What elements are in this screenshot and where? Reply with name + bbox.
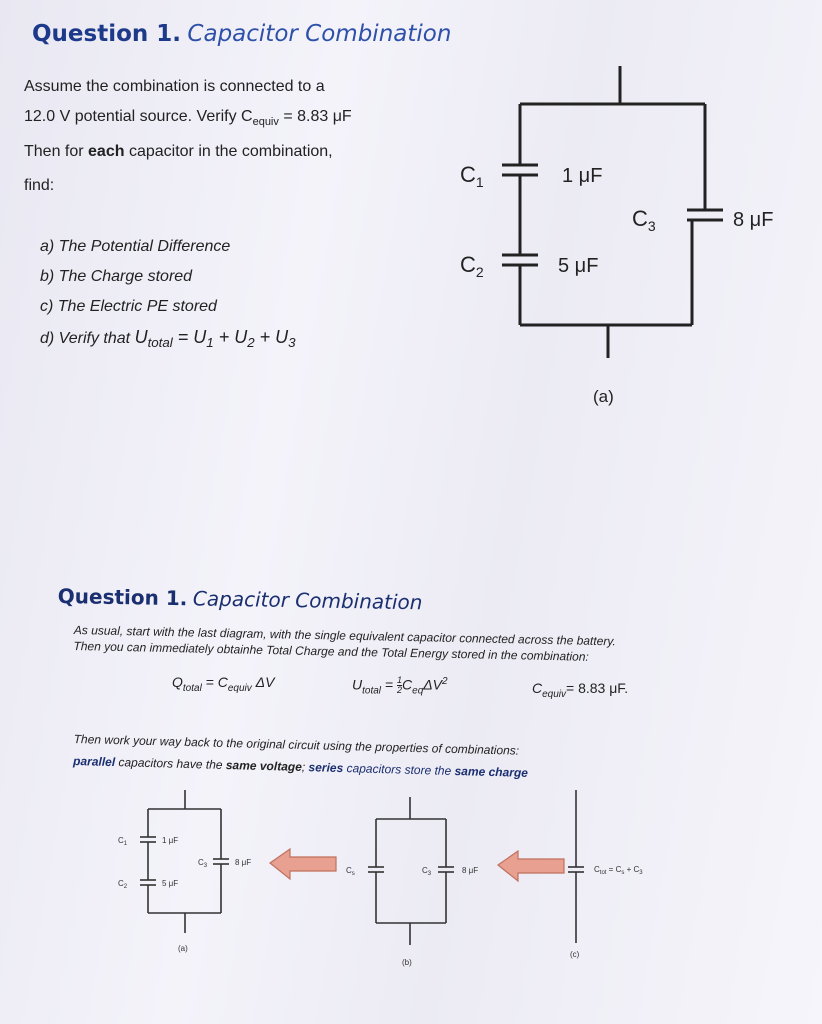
small-c-label: Ctot = Cs + C3 — [594, 865, 643, 876]
small-b-caption: (b) — [402, 958, 412, 967]
task-b: b) The Charge stored — [40, 268, 193, 285]
c2-value: 5 μF — [558, 255, 598, 277]
intro-line-4: find: — [24, 177, 55, 195]
c3-value: 8 μF — [733, 209, 773, 231]
main-circuit-caption: (a) — [593, 387, 614, 406]
bottom-question-heading: Question 1. Capacitor Combination — [58, 584, 423, 615]
intro-line-2: 12.0 V potential source. Verify Cequiv =… — [24, 108, 352, 129]
c3-label: C3 — [632, 206, 656, 234]
small-a-c2-value: 5 μF — [162, 879, 178, 888]
bottom-question-title: Capacitor Combination — [192, 586, 423, 615]
small-diagrams: C1 1 μF C2 5 μF C3 8 μF (a) Cs C3 8 μF (… — [118, 790, 643, 967]
bottom-question-number: Question 1. — [57, 584, 188, 611]
main-circuit-diagram: C1 1 μF C2 5 μF C3 8 μF (a) — [460, 66, 773, 406]
top-question-heading: Question 1. Capacitor Combination — [32, 20, 451, 47]
intro-line-3: Then for each capacitor in the combinati… — [24, 143, 333, 161]
c1-value: 1 μF — [562, 165, 602, 187]
arrow-left-icon — [268, 847, 337, 881]
small-c-caption: (c) — [570, 950, 580, 959]
c1-label: C1 — [460, 162, 484, 190]
top-intro-text: Assume the combination is connected to a… — [24, 72, 352, 201]
small-b-c3-value: 8 μF — [462, 866, 478, 875]
small-a-c1-value: 1 μF — [162, 836, 178, 845]
arrow-left-icon — [496, 849, 565, 883]
intro-line-1: Assume the combination is connected to a — [24, 78, 325, 95]
small-a-caption: (a) — [178, 944, 188, 953]
task-d: d) Verify that Utotal = U1 + U2 + U3 — [40, 327, 296, 351]
bottom-text-block-2: Then work your way back to the original … — [73, 728, 529, 784]
small-b-cs: Cs — [346, 866, 355, 877]
task-list: a) The Potential Difference b) The Charg… — [40, 232, 296, 358]
top-question-number: Question 1. — [32, 21, 182, 47]
bottom-text-block-1: As usual, start with the last diagram, w… — [73, 622, 616, 665]
task-c: c) The Electric PE stored — [40, 298, 217, 315]
formula-q-total: Qtotal = Cequiv ΔV — [172, 674, 275, 694]
small-a-c1: C1 — [118, 836, 128, 847]
small-b-c3: C3 — [422, 866, 432, 877]
task-a: a) The Potential Difference — [40, 238, 231, 255]
small-a-c3: C3 — [198, 858, 208, 869]
top-question-title: Capacitor Combination — [187, 21, 452, 47]
small-a-c3-value: 8 μF — [235, 858, 251, 867]
small-a-c2: C2 — [118, 879, 128, 890]
formula-c-equiv: Cequiv= 8.83 μF. — [532, 680, 629, 700]
c2-label: C2 — [460, 252, 484, 280]
